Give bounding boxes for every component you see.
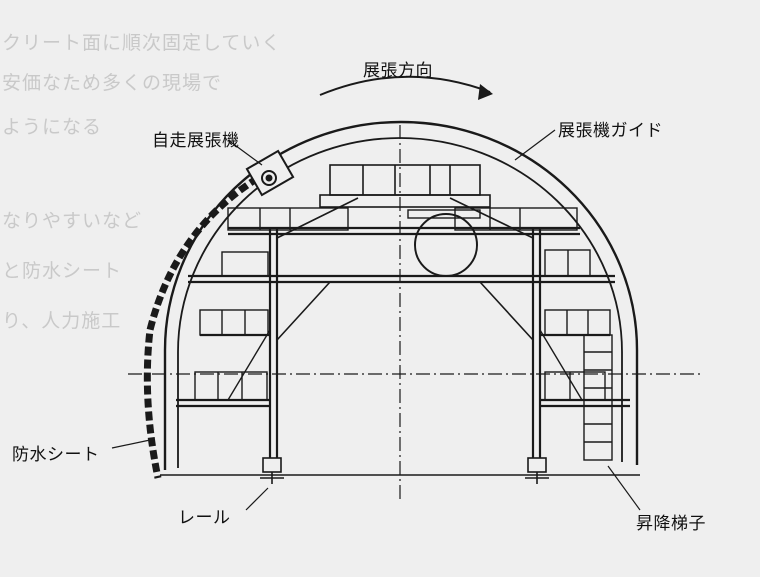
label-rail: レール	[178, 508, 231, 528]
ghost-text-line: クリート面に順次固定していく	[2, 32, 282, 54]
label-spreader-guide: 展張機ガイド	[558, 121, 663, 141]
ladder	[583, 334, 613, 461]
spreader-machine	[245, 149, 295, 197]
direction-arrow-head	[478, 84, 493, 100]
label-ladder: 昇降梯子	[636, 514, 706, 534]
ghost-text-line: と防水シート	[2, 260, 123, 282]
ghost-text-line: り、人力施工	[2, 310, 122, 332]
label-direction: 展張方向	[363, 61, 433, 81]
ghost-text-line: 安価なため多くの現場で	[2, 72, 223, 94]
leader-guide	[514, 129, 556, 161]
steel-frame	[176, 197, 630, 458]
rail-wheel-right	[525, 457, 549, 484]
waterproof-sheet	[143, 175, 260, 479]
label-self-propelled-spreader: 自走展張機	[152, 131, 240, 151]
top-platform	[319, 164, 491, 208]
left-shelves	[194, 251, 269, 401]
leader-rail	[245, 487, 269, 511]
leader-ladder	[607, 465, 641, 511]
ghost-text-line: なりやすいなど	[2, 210, 143, 232]
leader-sheet	[111, 439, 151, 449]
label-waterproof-sheet: 防水シート	[12, 445, 100, 465]
ghost-text-line: ようになる	[2, 116, 103, 138]
sheet-roll	[407, 209, 481, 277]
right-shelves	[544, 249, 611, 401]
leader-machine	[227, 139, 263, 166]
guide-rail-inner	[177, 137, 623, 468]
rail-wheel-left	[260, 457, 284, 484]
direction-arrow	[319, 75, 491, 96]
tunnel-lining-outer	[163, 120, 639, 470]
